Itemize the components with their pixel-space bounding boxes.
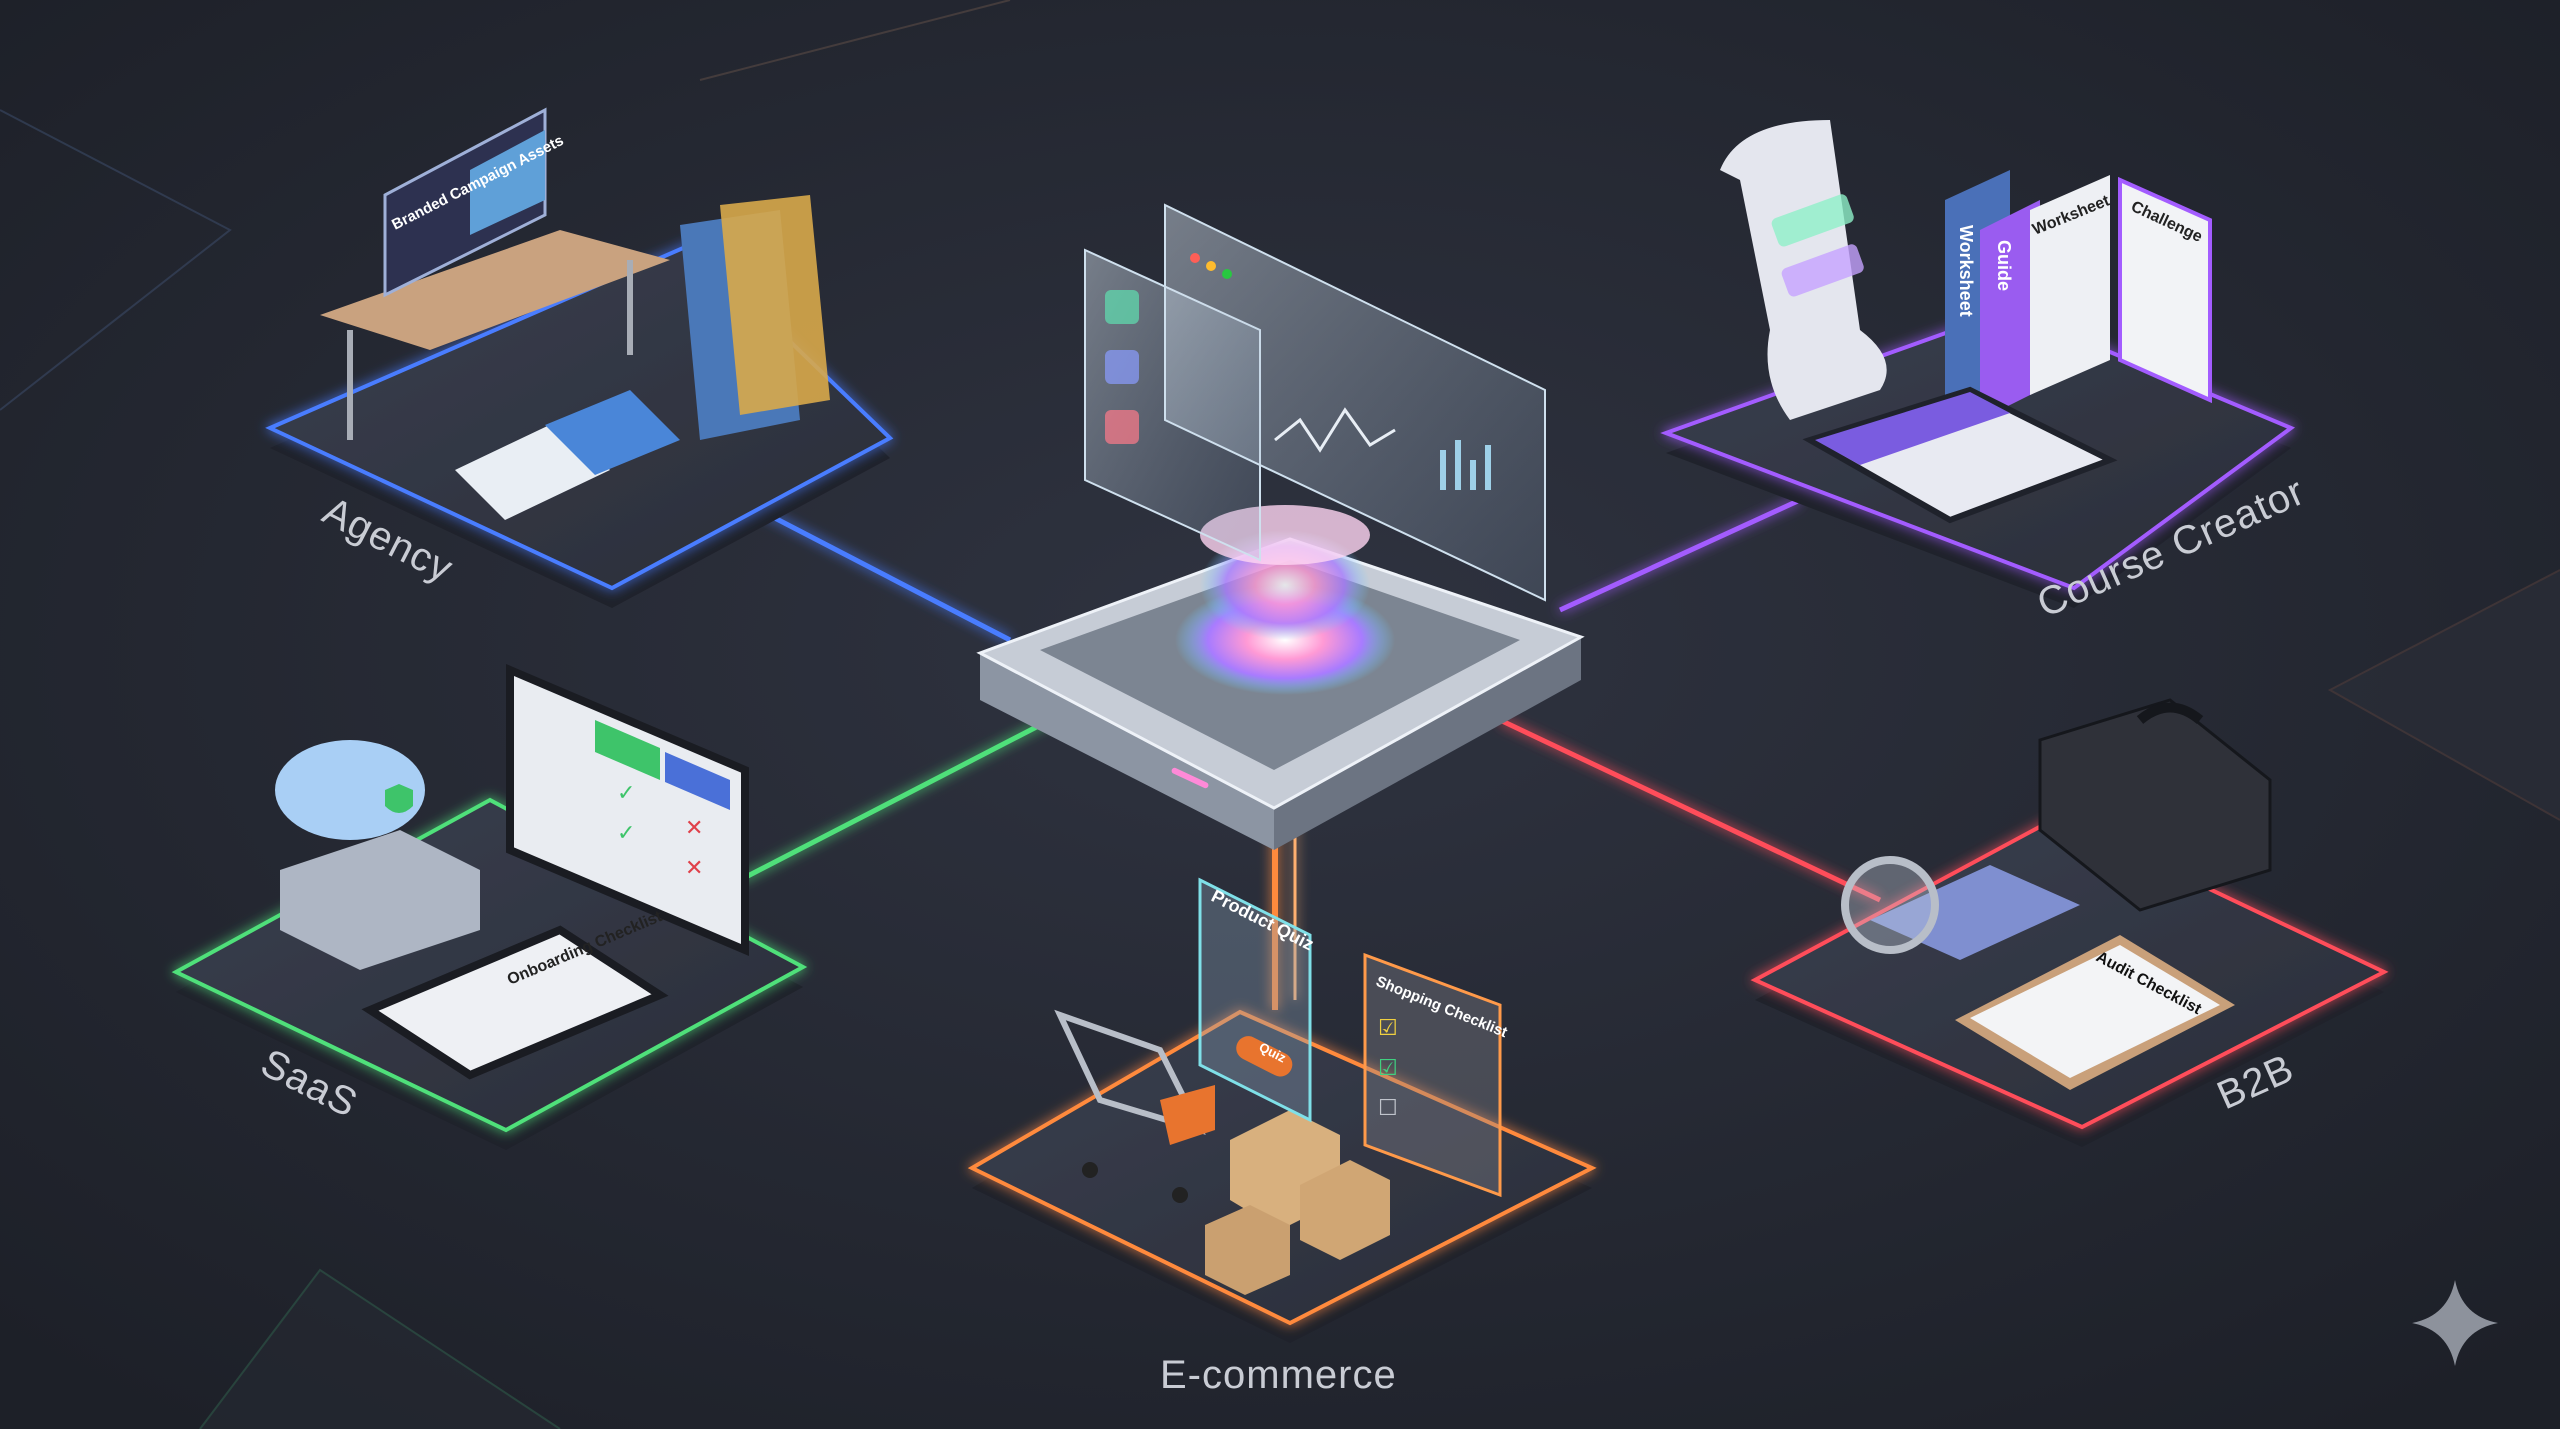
magnifier-icon: [1841, 856, 1939, 954]
shopping-checklist-card: [1363, 952, 1502, 1198]
server-icon: [280, 830, 480, 970]
course-page-right: [2118, 176, 2212, 404]
decor-panel: [199, 1268, 561, 1429]
glass-panel-dashboard: [1164, 203, 1546, 602]
central-hub: [976, 203, 1585, 850]
cardboard-box: [1300, 1160, 1390, 1260]
saas-monitor: [506, 663, 749, 957]
connection-saas: [738, 717, 1052, 883]
ecommerce-objects: Product Quiz Quiz Shopping Checklist ☑ ☑…: [1054, 877, 1510, 1295]
b2b-objects: Audit Checklist: [1841, 698, 2272, 1090]
checkbox-icon: ☐: [1378, 1095, 1398, 1120]
svg-text:Worksheet: Worksheet: [1956, 225, 1976, 317]
connection-b2b: [1498, 717, 1882, 903]
check-icon: ✓: [617, 780, 635, 805]
course-page-left: [2030, 175, 2110, 395]
agency-desk: Branded Campaign Assets: [320, 107, 830, 520]
svg-text:Guide: Guide: [1994, 240, 2014, 291]
course-binder-2: [1980, 200, 2040, 420]
label-ecommerce: E-commerce: [1160, 1353, 1397, 1397]
decor-line: [0, 109, 232, 411]
shopping-cart-icon: [1054, 1009, 1215, 1203]
course-objects: Worksheet Guide Worksheet Challenge: [1720, 120, 2212, 524]
decor-line: [699, 0, 1011, 81]
briefcase-icon: [2038, 698, 2272, 912]
cloud-shield-icon: [275, 740, 425, 840]
cardboard-box: [1205, 1205, 1290, 1295]
check-icon: ☑: [1378, 1015, 1398, 1040]
sparkle-icon: [2412, 1280, 2498, 1366]
check-icon: ✓: [617, 820, 635, 845]
cross-icon: ✕: [685, 815, 703, 840]
cross-icon: ✕: [685, 855, 703, 880]
check-icon: ☑: [1378, 1055, 1398, 1080]
saas-objects: ✓ ✓ ✕ ✕ Onboarding Checklist: [275, 663, 749, 1080]
saas-tablet: [361, 925, 669, 1080]
connection-course-creator: [1558, 497, 1802, 613]
connection-agency: [738, 497, 1012, 643]
decor-panel: [2327, 569, 2560, 821]
agency-tablet-2: [545, 390, 680, 475]
quiz-button[interactable]: [1232, 1032, 1296, 1081]
